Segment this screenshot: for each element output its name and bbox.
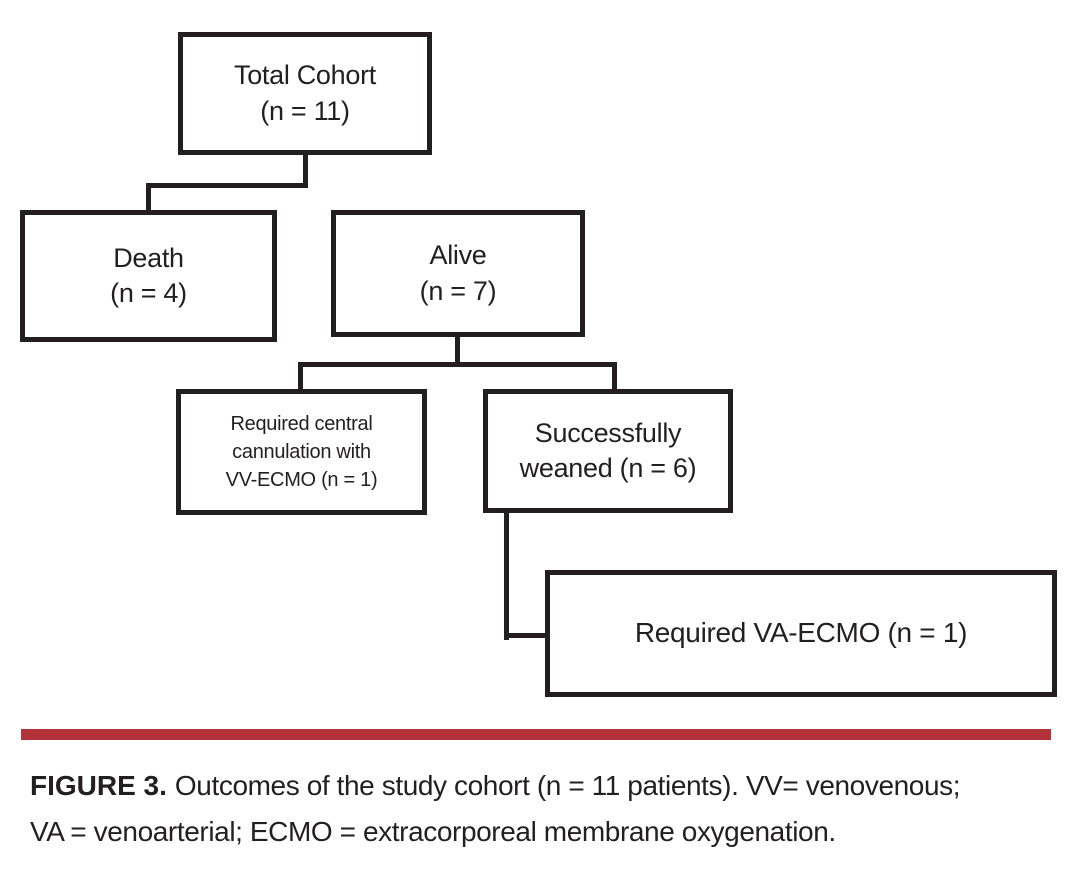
node-successfully-weaned-line2: weaned (n = 6) [519,453,697,483]
node-death-line1: Death [113,242,184,273]
node-central-cannulation: Required central cannulation with VV-ECM… [176,389,427,515]
connector-to-death [146,183,151,210]
node-alive-line1: Alive [429,240,487,271]
node-successfully-weaned-line1: Successfully [534,417,682,448]
connector-total-horizontal [146,183,308,188]
connector-alive-horizontal [298,362,617,367]
node-alive-line2: (n = 7) [419,275,497,306]
figure-caption-line1: FIGURE 3.Outcomes of the study cohort (n… [30,763,1052,809]
connector-weaned-down [504,513,509,640]
figure-caption: FIGURE 3.Outcomes of the study cohort (n… [30,763,1052,855]
connector-total-down [303,155,308,188]
node-successfully-weaned: Successfully weaned (n = 6) [483,389,733,513]
node-death: Death (n = 4) [20,210,277,342]
connector-to-weaned [612,362,617,389]
node-death-line2: (n = 4) [110,278,187,308]
node-central-cannulation-line1: Required central [230,413,373,435]
node-central-cannulation-line2: cannulation with [232,441,371,463]
node-total-cohort: Total Cohort (n = 11) [178,32,432,155]
connector-to-va-ecmo [504,633,545,638]
connector-to-central-cannulation [298,362,303,389]
figure-caption-line1-text: Outcomes of the study cohort (n = 11 pat… [174,770,961,801]
figure-caption-label: FIGURE 3. [30,770,167,801]
connector-alive-down [455,337,460,367]
node-va-ecmo-line1: Required VA-ECMO (n = 1) [634,617,968,649]
node-total-cohort-line1: Total Cohort [234,60,376,91]
node-alive: Alive (n = 7) [331,210,585,337]
red-divider-rule [21,729,1051,740]
figure-caption-line2: VA = venoarterial; ECMO = extracorporeal… [30,816,836,847]
node-total-cohort-line2: (n = 11) [260,95,350,126]
node-va-ecmo: Required VA-ECMO (n = 1) [545,570,1057,697]
node-central-cannulation-line3: VV-ECMO (n = 1) [225,469,378,491]
